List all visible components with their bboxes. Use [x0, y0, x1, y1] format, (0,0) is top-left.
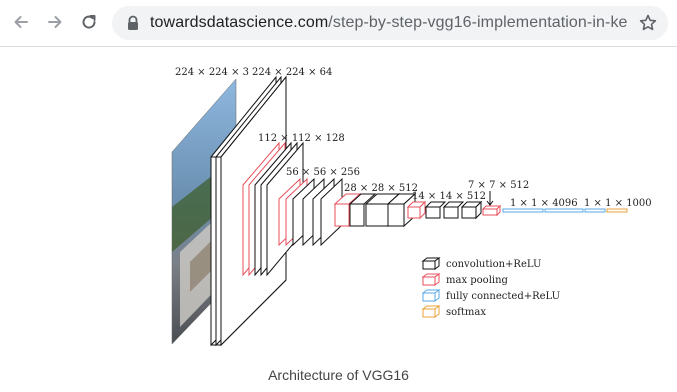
star-icon[interactable] [638, 13, 658, 33]
softmax-layer [606, 208, 628, 213]
label-pool5: 7 × 7 × 512 [468, 180, 529, 191]
legend-item-pool: max pooling [421, 273, 509, 286]
fully-connected-layers [502, 208, 606, 213]
label-conv1: 224 × 224 × 64 [252, 67, 332, 78]
legend-item-fc: fully connected+ReLU [421, 289, 560, 302]
label-conv3: 56 × 56 × 256 [286, 167, 360, 178]
back-arrow-icon [14, 16, 28, 28]
url-text[interactable]: towardsdatascience.com/step-by-step-vgg1… [150, 14, 628, 32]
conv-block-4 [333, 192, 417, 228]
figure-caption: Architecture of VGG16 [268, 367, 409, 383]
label-fc: 1 × 1 × 4096 [510, 198, 578, 209]
label-conv2: 112 × 112 × 128 [258, 133, 345, 144]
browser-toolbar: towardsdatascience.com/step-by-step-vgg1… [0, 0, 677, 47]
forward-button[interactable] [44, 11, 66, 33]
url-path: /step-by-step-vgg16-implementation-in-ke… [328, 14, 628, 31]
pool-5 [481, 191, 502, 217]
label-conv5: 14 × 14 × 512 [412, 191, 486, 202]
legend: convolution+ReLU max pooling fully conne… [421, 257, 560, 318]
legend-item-conv: convolution+ReLU [421, 257, 541, 270]
page-content: 224 × 224 × 3 224 × 224 × 64 112 × 112 ×… [0, 47, 677, 392]
conv-block-5 [406, 200, 483, 220]
reload-icon [82, 15, 96, 29]
vgg16-architecture-diagram: 224 × 224 × 3 224 × 224 × 64 112 × 112 ×… [171, 67, 652, 347]
legend-label-conv: convolution+ReLU [446, 259, 541, 270]
label-conv4: 28 × 28 × 512 [344, 183, 418, 194]
conv-block-3 [278, 177, 343, 247]
legend-item-softmax: softmax [421, 305, 486, 318]
legend-label-pool: max pooling [446, 275, 509, 286]
label-softmax: 1 × 1 × 1000 [584, 198, 652, 209]
label-input: 224 × 224 × 3 [175, 67, 249, 78]
forward-arrow-icon [48, 16, 62, 28]
legend-label-softmax: softmax [446, 307, 486, 318]
address-bar[interactable]: towardsdatascience.com/step-by-step-vgg1… [112, 6, 668, 40]
url-host: towardsdatascience.com [150, 14, 329, 31]
reload-button[interactable] [78, 11, 100, 33]
lock-icon [128, 15, 138, 30]
legend-label-fc: fully connected+ReLU [446, 291, 560, 302]
back-button[interactable] [10, 11, 32, 33]
